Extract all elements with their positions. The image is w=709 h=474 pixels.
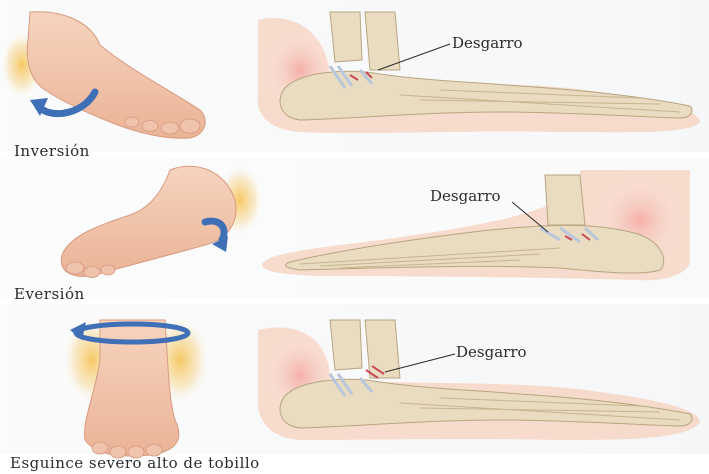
callout-tear-3: Desgarro — [456, 343, 527, 361]
callout-tear-1: Desgarro — [452, 34, 523, 52]
caption-high-ankle-sprain: Esguince severo alto de tobillo — [10, 454, 260, 472]
caption-eversion: Eversión — [14, 285, 85, 303]
callout-tear-2: Desgarro — [430, 187, 501, 205]
caption-inversion: Inversión — [14, 142, 90, 160]
